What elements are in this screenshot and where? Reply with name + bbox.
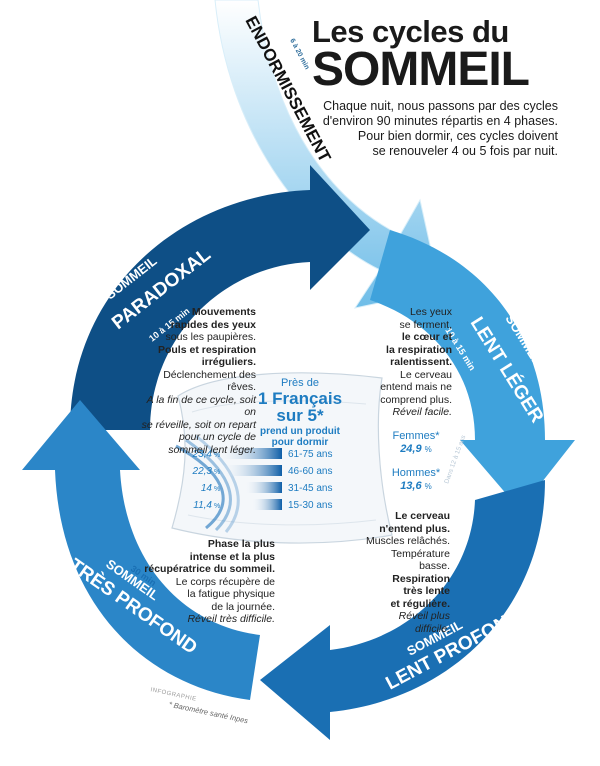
description-line: Le corps récupère de <box>175 575 275 588</box>
description-line: se réveille, soit on repart <box>141 418 256 431</box>
description-line: la respiration <box>386 343 452 356</box>
age-range-label: 46-60 ans <box>288 466 332 477</box>
age-bar-value: 22,3 <box>192 466 213 477</box>
age-range-label: 15-30 ans <box>288 500 332 511</box>
description-line: Le cerveau <box>400 368 452 381</box>
center-line4: prend un produit <box>260 426 341 437</box>
intro-line: d'environ 90 minutes répartis en 4 phase… <box>322 114 558 128</box>
description-line: de la journée. <box>211 600 275 613</box>
description-line: se ferment, <box>399 318 452 331</box>
description-line: Réveil facile. <box>392 406 452 418</box>
description-line: A la fin de ce cycle, soit on <box>146 393 256 419</box>
age-bar-value: 23,4 <box>192 449 213 460</box>
age-bar-unit: % <box>214 452 220 459</box>
description-line: Réveil plus <box>398 610 450 622</box>
women-label: Femmes* <box>392 430 440 442</box>
intro-line: Chaque nuit, nous passons par des cycles <box>323 99 558 113</box>
description-line: Phase la plus <box>207 538 275 550</box>
description-line: le cœur et <box>401 331 452 343</box>
intro-line: se renouveler 4 ou 5 fois par nuit. <box>372 144 558 158</box>
center-line2: 1 Français <box>258 389 342 408</box>
description-line: très lente <box>403 585 450 597</box>
description-line: pour un cycle de <box>178 431 256 443</box>
men-label: Hommes* <box>391 467 441 479</box>
description-line: Mouvements <box>191 306 256 318</box>
age-bar <box>250 499 282 510</box>
men-stat: Hommes* 13,6 % <box>386 467 446 493</box>
age-bar-value: 11,4 <box>193 500 212 511</box>
description-line: entend mais ne <box>380 381 452 393</box>
women-stat: Femmes* 24,9 % <box>386 430 446 456</box>
intro-line: Pour bien dormir, ces cycles doivent <box>357 129 558 143</box>
pillow-note: Dans 12 à 15 ans <box>443 434 467 485</box>
center-line3: sur 5* <box>276 406 324 425</box>
men-unit: % <box>424 482 432 491</box>
description-line: Muscles relâchés. <box>365 535 450 547</box>
age-range-label: 61-75 ans <box>288 449 332 460</box>
women-value: 24,9 <box>400 443 422 455</box>
description-line: sous les paupières. <box>165 331 256 343</box>
description-line: Réveil très difficile. <box>187 613 275 625</box>
age-bar-unit: % <box>214 503 220 510</box>
description-line: ralentissent. <box>390 356 452 368</box>
men-value: 13,6 <box>400 480 422 492</box>
women-unit: % <box>424 445 432 454</box>
age-range-label: 31-45 ans <box>288 483 332 494</box>
cycle-arrow-bottom-left <box>22 400 260 700</box>
page-title-line1: Les cycles du <box>312 14 509 49</box>
description-line: récupératrice du sommeil. <box>144 563 275 575</box>
age-bar <box>243 482 282 493</box>
cycle-arrow-right <box>370 230 575 510</box>
center-headline: Près de 1 Français sur 5* prend un produ… <box>258 377 342 448</box>
cycle-arrow-top <box>70 165 370 430</box>
age-bar-unit: % <box>214 486 220 493</box>
age-bar-chart: 23,4% 61-75 ans 22,3% 46-60 ans 14% 31-45 ans… <box>192 448 332 511</box>
description-line: la fatigue physique <box>187 588 275 600</box>
description-line: Déclenchement des rêves. <box>163 368 256 394</box>
age-bar-unit: % <box>214 469 220 476</box>
description-line: sommeil lent léger. <box>168 443 256 456</box>
description-line: intense et la plus <box>189 550 275 563</box>
description-line: Les yeux <box>409 306 452 318</box>
age-bar-value: 14 <box>201 483 213 494</box>
center-line5: pour dormir <box>272 437 329 448</box>
intro-text: Chaque nuit, nous passons par des cycles… <box>300 99 558 159</box>
description-line: et régulière. <box>390 597 450 610</box>
description-line: irréguliers. <box>201 356 256 368</box>
description-line: Respiration <box>392 572 450 585</box>
description-line: Pouls et respiration <box>157 343 256 356</box>
age-bar <box>221 465 282 476</box>
page-title-line2: SOMMEIL <box>312 43 530 96</box>
age-bar <box>218 448 282 459</box>
description-line: difficile. <box>414 622 450 635</box>
cycle-arrow-bottom-right <box>260 480 545 740</box>
entry-duration: 6 à 20 min <box>288 38 310 71</box>
center-line1: Près de <box>281 377 319 389</box>
description-line: n'entend plus. <box>379 522 450 535</box>
description-line: Température basse. <box>391 547 450 573</box>
description-line: Le cerveau <box>395 510 450 522</box>
description-line: comprend plus. <box>380 393 452 406</box>
description-line: rapides des yeux <box>170 318 256 331</box>
